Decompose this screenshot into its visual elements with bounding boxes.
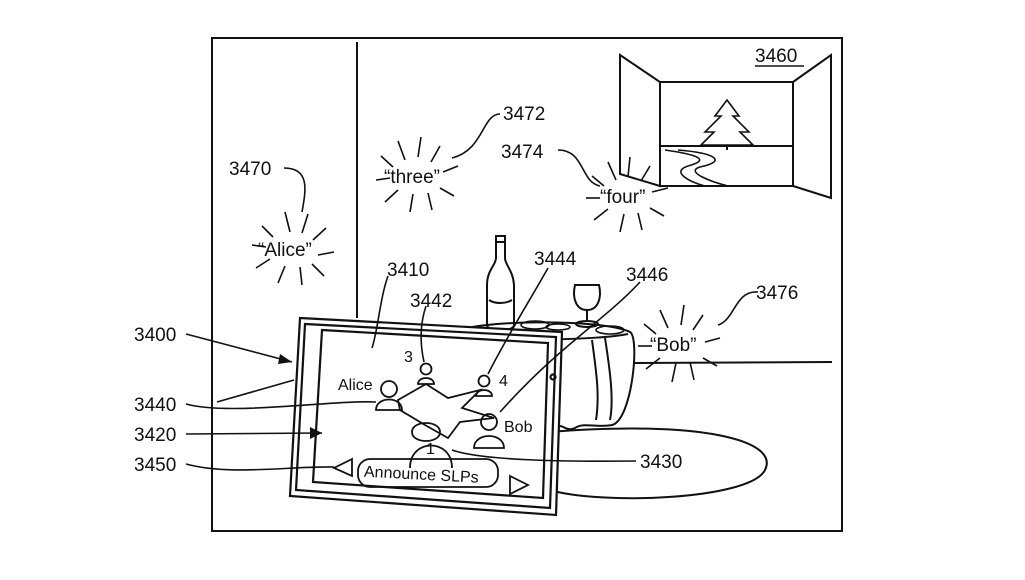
speech-bob: “Bob” — [650, 335, 696, 356]
window — [619, 53, 832, 200]
ref-alice-avatar: 3440 — [134, 395, 176, 416]
burst-bob — [638, 304, 721, 383]
avatar-3-number: 3 — [404, 349, 413, 366]
burst-alice — [251, 211, 335, 286]
ref-speech-four: 3474 — [501, 142, 544, 163]
ref-speech-bob: 3476 — [756, 283, 798, 304]
ref-avatar-bob: 3446 — [626, 265, 668, 286]
ref-nav-bar: 3450 — [134, 455, 176, 476]
ref-room: 3460 — [755, 46, 797, 67]
tablet-device — [288, 316, 564, 517]
leader-lines — [185, 113, 759, 471]
wine-bottle — [486, 235, 515, 332]
avatar-4-number: 4 — [499, 373, 508, 390]
avatar-bob-name: Bob — [504, 419, 533, 436]
speech-alice: “Alice” — [258, 240, 312, 261]
burst-four — [586, 156, 669, 233]
room-frame — [211, 37, 843, 532]
ref-user-avatar-1: 3430 — [640, 452, 682, 473]
wall-floor-line — [632, 361, 833, 364]
avatar-alice-name: Alice — [338, 377, 373, 394]
screen-content — [331, 362, 531, 496]
ref-avatar-4: 3444 — [534, 249, 577, 270]
avatar-1-number: 1 — [426, 441, 435, 458]
ref-device: 3400 — [134, 325, 176, 346]
arrowheads — [278, 354, 322, 439]
wine-glass — [573, 284, 601, 328]
speech-three: “three” — [384, 167, 440, 188]
burst-three — [375, 136, 459, 213]
ref-avatar-3: 3442 — [410, 291, 452, 312]
ref-speech-three: 3472 — [503, 104, 545, 125]
ref-tap-gesture: 3410 — [387, 260, 429, 281]
announce-slps-button[interactable]: Announce SLPs — [364, 464, 479, 487]
speech-four: “four” — [600, 187, 645, 208]
ref-speech-alice: 3470 — [229, 159, 271, 180]
ref-screen: 3420 — [134, 425, 176, 446]
plates — [520, 320, 625, 335]
